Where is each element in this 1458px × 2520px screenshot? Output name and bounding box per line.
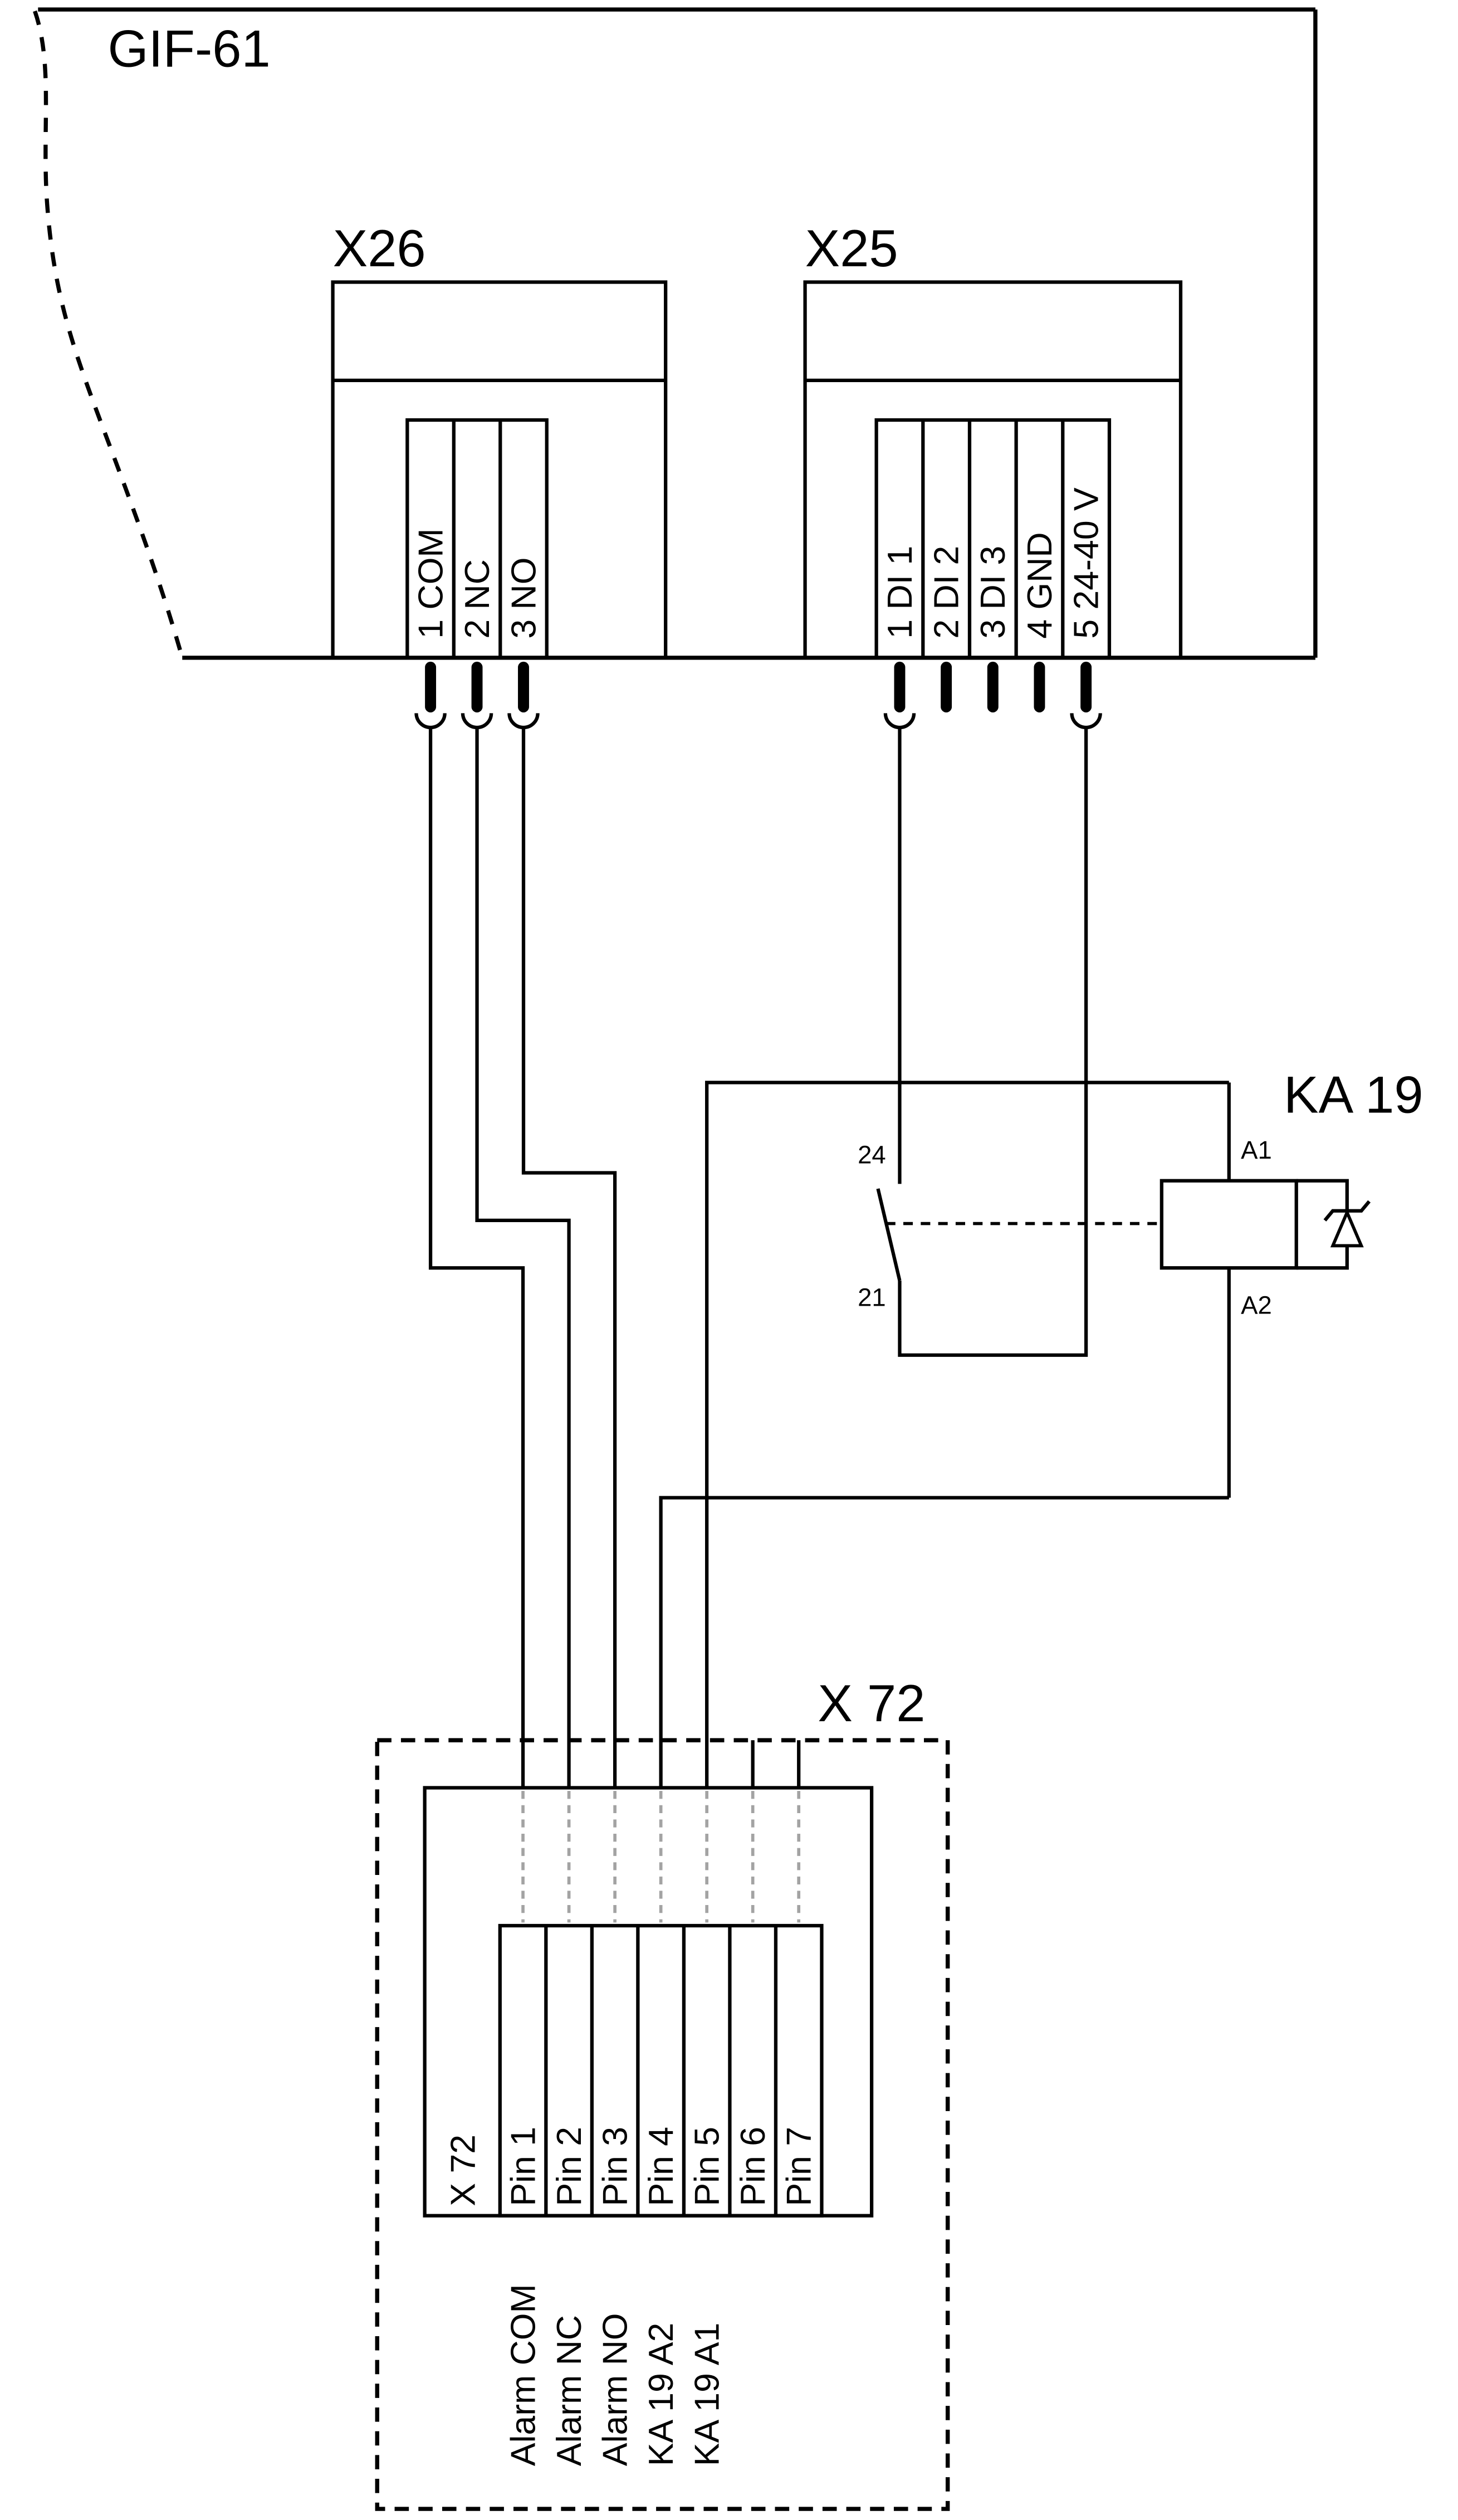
x25-pin1-socket <box>883 713 916 730</box>
x72-pin-label-7: Pin 7 <box>780 2127 819 2206</box>
wires <box>428 727 1229 1788</box>
x25-pin5-socket <box>1070 713 1102 730</box>
wire-coil-a2-to-x72-pin4 <box>659 1496 1229 1788</box>
x72-pin-label-1: Pin 1 <box>503 2127 542 2206</box>
x72-signal-ka19-a2: KA 19 A2 <box>642 2323 681 2467</box>
wire-coil-a1-to-x72-pin5 <box>705 1081 1229 1788</box>
x25-title: X25 <box>805 219 898 277</box>
diode-triangle <box>1330 1208 1364 1248</box>
wire-24-40v-to-contact <box>898 727 1088 1357</box>
x25-terminal-label-3: 3 DI 3 <box>973 546 1012 639</box>
relay-ka19: KA 19 24 21 A1 A2 <box>858 1065 1423 1498</box>
relay-coil <box>1159 1179 1298 1270</box>
x25-terminal-label-1: 1 DI 1 <box>880 546 919 639</box>
relay-title: KA 19 <box>1284 1065 1423 1124</box>
x26-pin1-socket <box>414 713 447 730</box>
diode-lead-top <box>1296 1179 1349 1211</box>
connector-x72: X 72 X 72 Pin 1 Pin 2 Pin 3 Pin 4 Pin 5 … <box>375 1674 950 2511</box>
x26-terminal-label-2: 2 NC <box>458 559 497 639</box>
x26-pin3-socket <box>507 713 540 730</box>
x72-pin-label-6: Pin 6 <box>733 2127 772 2206</box>
x25-terminal-label-5: 5 24-40 V <box>1066 487 1105 639</box>
x72-pin-label-5: Pin 5 <box>687 2127 726 2206</box>
x72-pin-label-4: Pin 4 <box>642 2127 681 2206</box>
x72-pin-label-3: Pin 3 <box>595 2127 634 2206</box>
wire-alarm-nc <box>475 727 571 1788</box>
relay-coil-terminal-a2: A2 <box>1241 1291 1272 1320</box>
x26-terminal-strip <box>405 418 549 660</box>
diode-cathode-bar <box>1323 1200 1371 1222</box>
diode-lead-bottom <box>1296 1246 1349 1270</box>
x72-signal-alarm-no: Alarm NO <box>595 2313 634 2467</box>
x25-terminal-label-4: 4 GND <box>1020 532 1059 638</box>
x72-pin-strip <box>498 1923 824 2218</box>
connector-x26: X26 1 COM 2 NC 3 NO <box>331 219 668 660</box>
x72-signal-alarm-nc: Alarm NC <box>550 2315 589 2466</box>
x72-signal-ka19-a1: KA 19 A1 <box>687 2323 726 2467</box>
x26-terminal-label-1: 1 COM <box>412 528 451 638</box>
suppressor-diode-icon <box>1296 1179 1371 1270</box>
x25-terminal-label-2: 2 DI 2 <box>927 546 966 639</box>
relay-contact-terminal-21: 21 <box>858 1283 886 1312</box>
wire-alarm-no <box>521 727 617 1788</box>
gif61-torn-edge <box>33 10 184 658</box>
relay-contact-terminal-24: 24 <box>858 1140 886 1169</box>
x26-pin2-socket <box>461 713 493 730</box>
x72-title: X 72 <box>818 1674 925 1732</box>
x72-cable-boundary <box>375 1738 950 2511</box>
x72-block-label: X 72 <box>443 2135 482 2206</box>
gif61-device: GIF-61 <box>33 7 1318 660</box>
x72-signal-alarm-com: Alarm COM <box>503 2284 542 2466</box>
connector-pins <box>414 661 1102 730</box>
x25-terminal-strip <box>874 418 1112 660</box>
wire-alarm-com <box>428 727 525 1788</box>
x72-pin-label-2: Pin 2 <box>550 2127 589 2206</box>
x26-terminal-label-3: 3 NO <box>504 558 543 639</box>
gif61-label: GIF-61 <box>108 19 271 78</box>
connector-x25: X25 1 DI 1 2 DI 2 3 DI 3 4 GND 5 24-40 V <box>803 219 1183 660</box>
relay-coil-terminal-a1: A1 <box>1241 1136 1272 1164</box>
relay-contact-blade <box>876 1188 902 1281</box>
x26-title: X26 <box>333 219 426 277</box>
